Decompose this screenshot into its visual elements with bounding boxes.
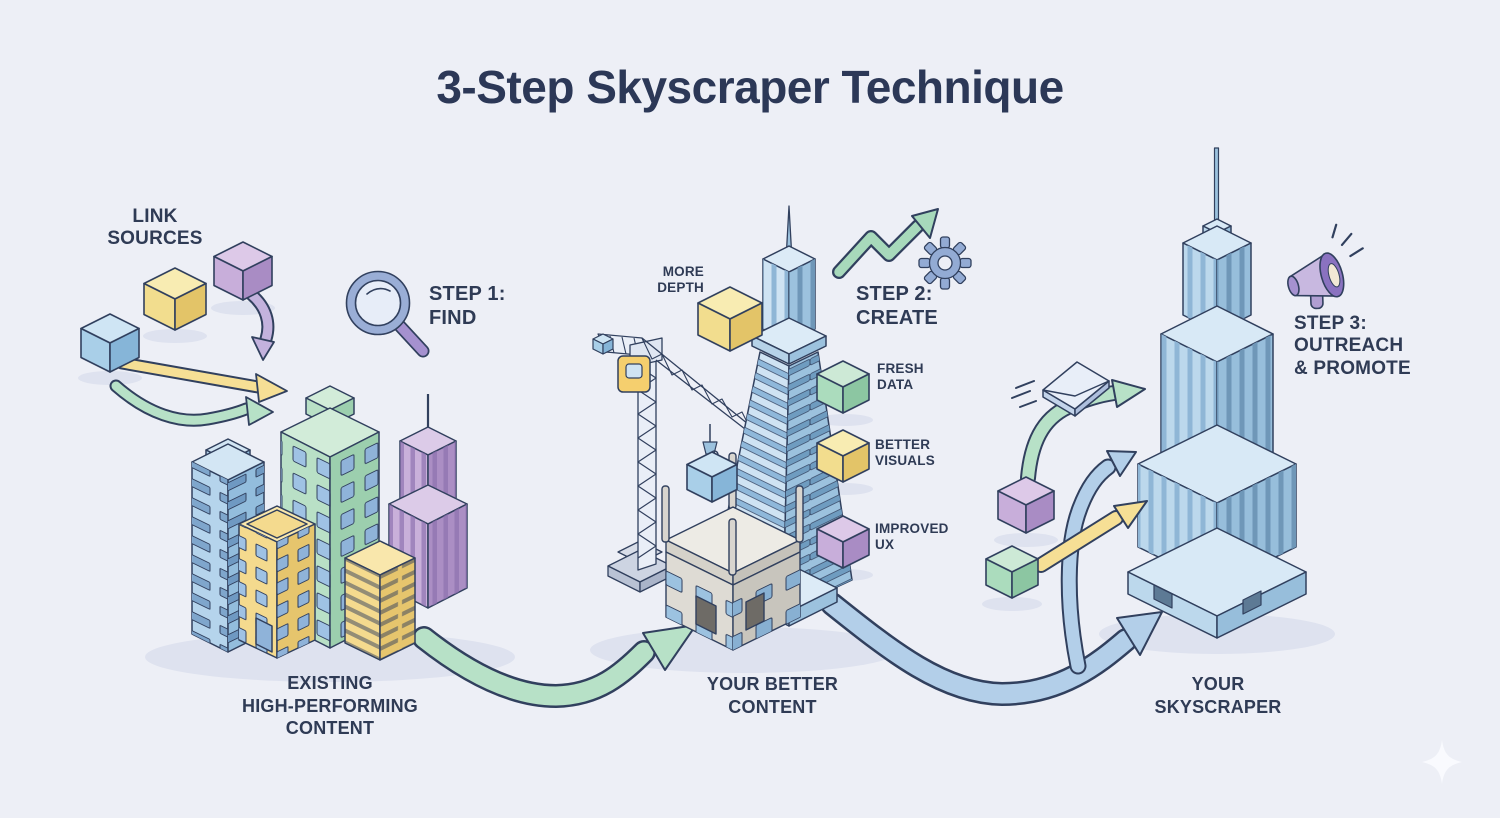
more-depth-label: MORE DEPTH bbox=[657, 264, 704, 295]
yellow-building-b bbox=[344, 540, 416, 661]
yellow-building-a bbox=[238, 505, 316, 659]
step-3-caption: YOUR SKYSCRAPER bbox=[1154, 674, 1282, 717]
crane bbox=[592, 333, 755, 593]
step-1-caption: EXISTING HIGH-PERFORMING CONTENT bbox=[242, 673, 418, 738]
better-visuals-label: BETTER VISUALS bbox=[875, 437, 935, 468]
flow-arrow-step2-to-step3 bbox=[820, 592, 1163, 707]
growth-zigzag-arrow-icon bbox=[832, 208, 939, 279]
outreach-cube-purple bbox=[997, 476, 1055, 534]
link-cube-blue bbox=[80, 313, 140, 373]
magnifying-glass-icon bbox=[345, 270, 430, 358]
better-visuals-cube bbox=[816, 429, 870, 483]
step-3-label: STEP 3: OUTREACH & PROMOTE bbox=[1294, 313, 1411, 379]
link-cube-yellow bbox=[143, 267, 207, 331]
your-skyscraper-building bbox=[1127, 147, 1307, 639]
construction-building bbox=[661, 452, 804, 651]
flow-arrow-branch-up bbox=[1060, 450, 1137, 675]
gear-icon bbox=[918, 236, 972, 290]
page-title: 3-Step Skyscraper Technique bbox=[436, 61, 1064, 113]
four-point-star-icon bbox=[1422, 740, 1462, 784]
crane-hanging-cube bbox=[686, 451, 738, 503]
step-2-caption: YOUR BETTER CONTENT bbox=[706, 674, 839, 717]
outreach-cube-green bbox=[985, 545, 1039, 599]
fresh-data-cube bbox=[816, 360, 870, 414]
improved-ux-label: IMPROVED UX bbox=[875, 521, 949, 552]
flow-arrow-step1-to-step2 bbox=[412, 624, 697, 709]
step-1-label: STEP 1: FIND bbox=[429, 283, 506, 329]
improved-ux-cube bbox=[816, 515, 870, 569]
link-sources-label: LINK SOURCES bbox=[107, 206, 203, 250]
megaphone-icon bbox=[1287, 223, 1364, 310]
outreach-yellow-arrow bbox=[1033, 500, 1148, 573]
crane-counterweight bbox=[592, 333, 614, 355]
link-source-arrows bbox=[109, 288, 288, 427]
more-depth-cube bbox=[697, 286, 763, 352]
fresh-data-label: FRESH DATA bbox=[877, 361, 924, 392]
link-cube-purple bbox=[213, 241, 273, 301]
flying-envelope-icon bbox=[1011, 361, 1110, 417]
step-2-label: STEP 2: CREATE bbox=[856, 283, 938, 329]
